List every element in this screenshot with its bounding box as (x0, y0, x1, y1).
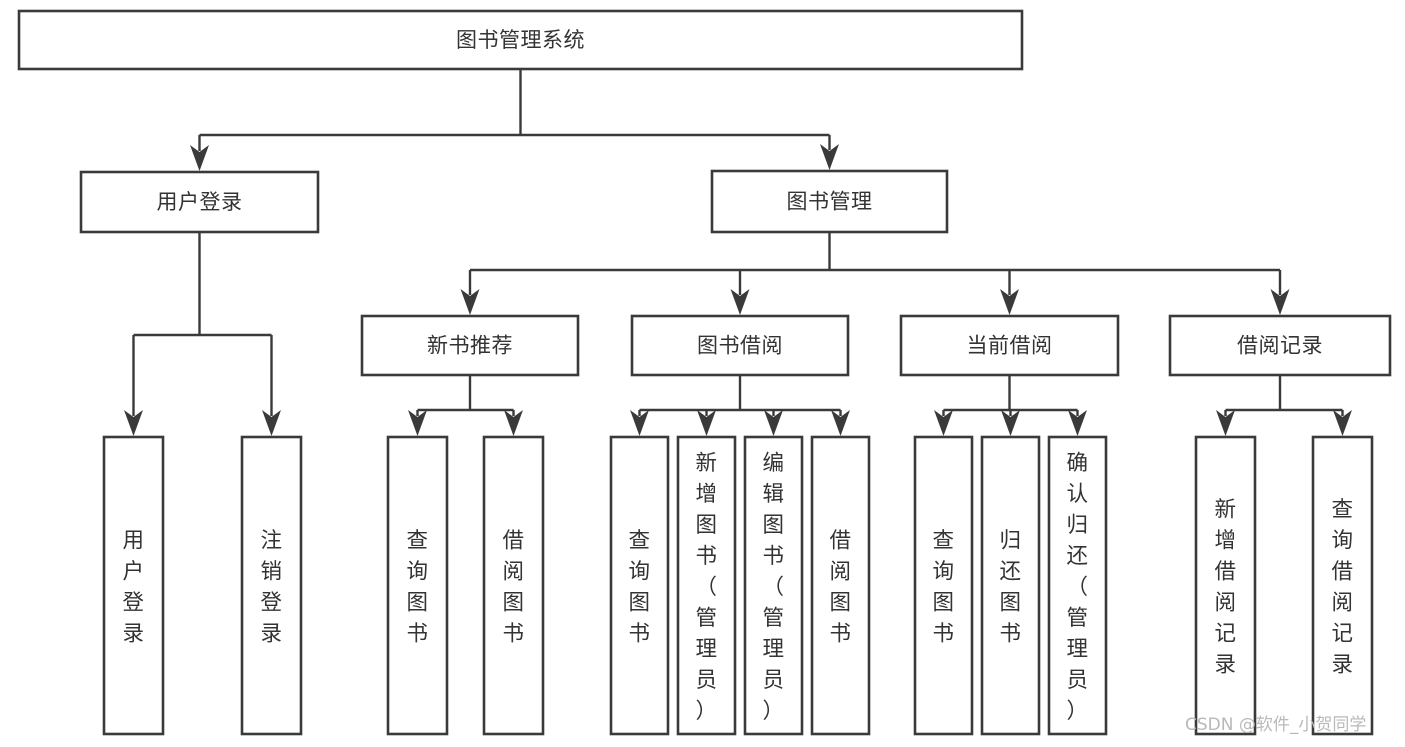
node-cb-return-book[interactable]: 归还图书 (980, 435, 1041, 736)
connector-group (408, 375, 523, 436)
node-label-br-add-record: 新增借阅记录 (1214, 498, 1236, 678)
node-bb-borrow-book[interactable]: 借阅图书 (810, 435, 871, 736)
node-root[interactable]: 图书管理系统 (17, 9, 1024, 71)
node-nbr-borrow-book[interactable]: 借阅图书 (482, 435, 545, 736)
node-box-new-book-recommend[interactable] (360, 314, 580, 377)
node-box-cb-query-book[interactable] (913, 435, 974, 736)
node-label-bb-edit-book: 编辑图书（管理员） (762, 451, 784, 724)
node-leaf-user-login[interactable]: 用户登录 (102, 435, 165, 736)
connector-group (190, 69, 839, 171)
node-box-user-login[interactable] (79, 170, 320, 234)
node-box-leaf-user-login[interactable] (102, 435, 165, 736)
node-label-nbr-borrow-book: 借阅图书 (502, 529, 524, 647)
node-box-br-add-record[interactable] (1194, 435, 1257, 736)
node-book-borrow[interactable]: 图书借阅 (630, 314, 850, 377)
node-box-borrow-record[interactable] (1168, 314, 1392, 377)
node-box-br-query-record[interactable] (1311, 435, 1374, 736)
node-box-book-management[interactable] (710, 169, 949, 234)
node-label-new-book-recommend: 新书推荐 (427, 334, 513, 358)
node-label-cb-query-book: 查询图书 (932, 529, 954, 647)
node-box-cb-confirm-return[interactable] (1047, 435, 1108, 736)
node-label-user-login: 用户登录 (157, 190, 243, 214)
node-borrow-record[interactable]: 借阅记录 (1168, 314, 1392, 377)
node-label-cb-return-book: 归还图书 (999, 529, 1021, 647)
node-new-book-recommend[interactable]: 新书推荐 (360, 314, 580, 377)
node-bb-query-book[interactable]: 查询图书 (609, 435, 670, 736)
node-box-leaf-logout[interactable] (240, 435, 303, 736)
connector-group (124, 232, 281, 436)
node-user-login[interactable]: 用户登录 (79, 170, 320, 234)
node-nbr-query-book[interactable]: 查询图书 (386, 435, 449, 736)
node-br-query-record[interactable]: 查询借阅记录 (1311, 435, 1374, 736)
connector-group (460, 232, 1290, 315)
node-label-bb-borrow-book: 借阅图书 (829, 529, 851, 647)
node-bb-add-book[interactable]: 新增图书（管理员） (676, 435, 737, 736)
node-label-bb-add-book: 新增图书（管理员） (695, 451, 717, 724)
node-label-leaf-user-login: 用户登录 (122, 529, 144, 647)
node-label-book-borrow: 图书借阅 (697, 334, 783, 358)
node-label-cb-confirm-return: 确认归还（管理员） (1066, 451, 1088, 724)
connector-group (630, 375, 850, 436)
node-label-br-query-record: 查询借阅记录 (1331, 498, 1353, 678)
node-label-borrow-record: 借阅记录 (1237, 334, 1323, 358)
node-current-borrow[interactable]: 当前借阅 (899, 314, 1120, 377)
node-box-book-borrow[interactable] (630, 314, 850, 377)
node-book-management[interactable]: 图书管理 (710, 169, 949, 234)
node-box-cb-return-book[interactable] (980, 435, 1041, 736)
node-label-book-management: 图书管理 (787, 190, 873, 214)
node-leaf-logout[interactable]: 注销登录 (240, 435, 303, 736)
node-box-nbr-query-book[interactable] (386, 435, 449, 736)
node-box-root[interactable] (17, 9, 1024, 71)
node-br-add-record[interactable]: 新增借阅记录 (1194, 435, 1257, 736)
node-cb-query-book[interactable]: 查询图书 (913, 435, 974, 736)
node-box-current-borrow[interactable] (899, 314, 1120, 377)
node-box-bb-query-book[interactable] (609, 435, 670, 736)
connector-group (934, 375, 1087, 436)
node-cb-confirm-return[interactable]: 确认归还（管理员） (1047, 435, 1108, 736)
node-box-bb-edit-book[interactable] (743, 435, 804, 736)
node-label-bb-query-book: 查询图书 (628, 529, 650, 647)
node-box-bb-add-book[interactable] (676, 435, 737, 736)
node-bb-edit-book[interactable]: 编辑图书（管理员） (743, 435, 804, 736)
node-label-current-borrow: 当前借阅 (967, 334, 1053, 358)
node-box-nbr-borrow-book[interactable] (482, 435, 545, 736)
node-label-nbr-query-book: 查询图书 (406, 529, 428, 647)
node-label-leaf-logout: 注销登录 (260, 529, 282, 647)
connector-group (1216, 375, 1352, 436)
node-box-bb-borrow-book[interactable] (810, 435, 871, 736)
node-label-root: 图书管理系统 (456, 28, 585, 52)
